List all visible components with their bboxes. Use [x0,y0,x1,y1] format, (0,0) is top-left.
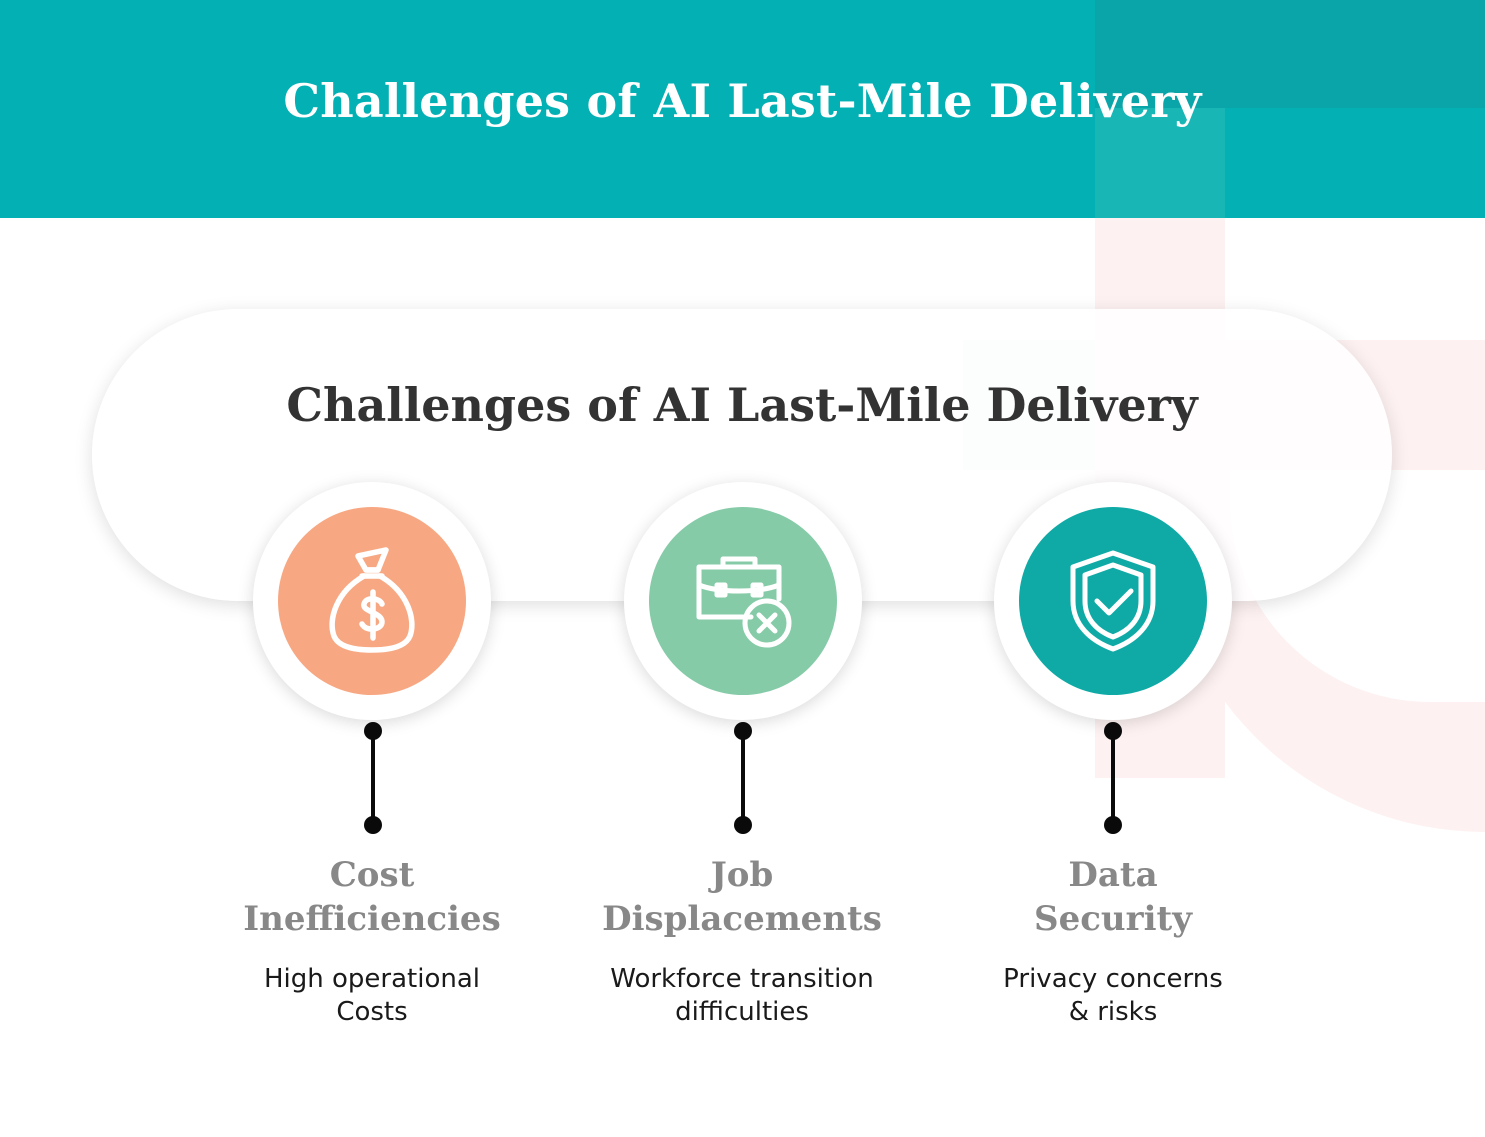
job-icon-circle [649,507,837,695]
data-security-title: Data Security [1034,855,1192,939]
data-security-badge [994,482,1232,720]
banner-title: Challenges of AI Last-Mile Delivery [283,74,1202,128]
briefcase-x-icon [696,556,792,648]
shield-check-icon [1070,550,1156,652]
money-bag-icon [329,547,415,653]
cost-inefficiencies-badge [253,482,491,720]
cost-icon-circle [278,507,466,695]
job-displacements-title: Job Displacements [602,855,882,939]
card-title: Challenges of AI Last-Mile Delivery [286,378,1198,432]
job-displacements-badge [624,482,862,720]
header-banner: Challenges of AI Last-Mile Delivery [0,0,1485,218]
banner-decoration [1095,108,1225,218]
security-icon-circle [1019,507,1207,695]
cost-inefficiencies-title: Cost Inefficiencies [243,855,501,939]
banner-decoration [1095,0,1485,108]
job-displacements-description: Workforce transition difficulties [610,964,874,1027]
data-security-description: Privacy concerns & risks [1003,964,1223,1027]
cost-inefficiencies-description: High operational Costs [263,964,480,1027]
